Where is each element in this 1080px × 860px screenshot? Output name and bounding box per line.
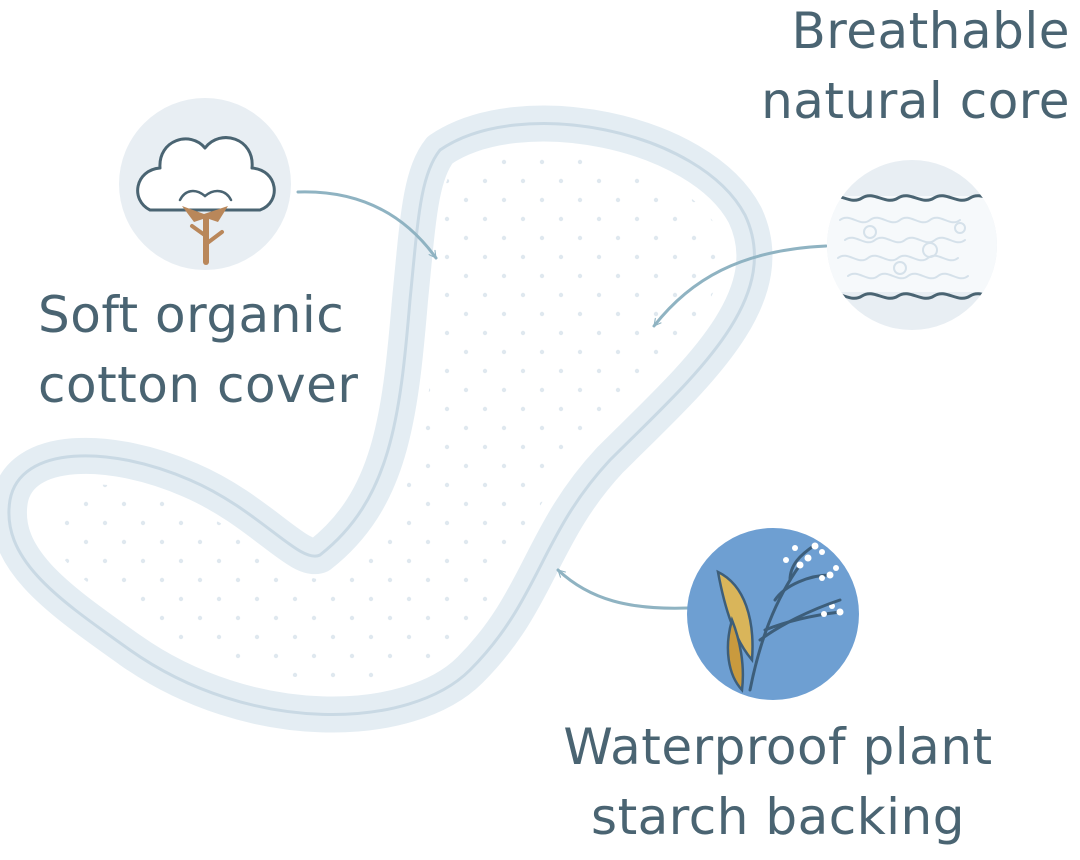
wheat-plant-icon [687, 528, 859, 700]
label-cover-line-2: cotton cover [38, 356, 359, 414]
arrow-to-backing [556, 568, 690, 610]
pad-outline-edge [7, 122, 756, 716]
label-cover-line-1: Soft organic [38, 286, 345, 344]
cotton-boll-icon [119, 98, 291, 270]
label-breathable-core: Breathable natural core [761, 0, 1070, 136]
label-backing-line-2: starch backing [591, 788, 965, 846]
arrow-to-cover [296, 190, 438, 260]
label-starch-backing: Waterproof plant starch backing [538, 712, 1018, 852]
label-core-line-2: natural core [761, 72, 1070, 130]
label-backing-line-1: Waterproof plant [563, 718, 993, 776]
label-cotton-cover: Soft organic cotton cover [38, 280, 358, 420]
pad-illustration [0, 105, 773, 733]
pad-dotted-surface [47, 156, 722, 680]
fibrous-core-icon [827, 160, 997, 330]
arrow-to-core [652, 244, 828, 328]
label-core-line-1: Breathable [791, 2, 1070, 60]
